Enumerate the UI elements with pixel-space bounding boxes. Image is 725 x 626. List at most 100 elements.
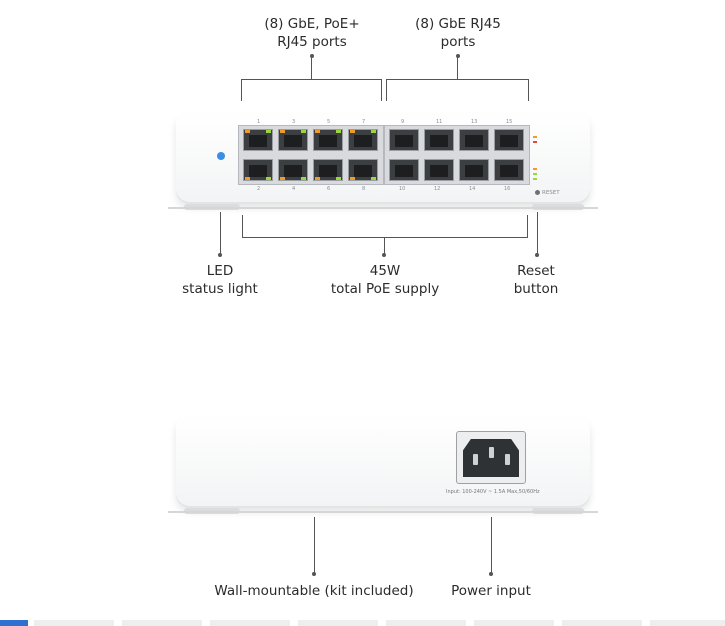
port-label-8: 8 <box>362 186 366 192</box>
poe-ports-line1: (8) GbE, PoE+ <box>264 16 360 32</box>
rj45-port[interactable] <box>313 159 343 181</box>
poe-ports-dot <box>310 54 314 58</box>
front-base-shadow <box>168 207 598 209</box>
gbe-ports-bracket-top <box>386 79 528 80</box>
poe-supply-bracket-left <box>242 215 243 237</box>
thumbnail-strip-6[interactable] <box>386 620 466 626</box>
rj45-port[interactable] <box>424 159 454 181</box>
link-led <box>266 130 271 133</box>
port-label-14: 14 <box>469 186 476 192</box>
power-input-callout: Power input <box>451 583 531 599</box>
link-led <box>336 130 341 133</box>
poe-supply-bracket-bottom <box>242 237 528 238</box>
gbe-ports-line2: ports <box>440 34 476 50</box>
thumbnail-strip-5[interactable] <box>298 620 378 626</box>
thumbnail-strip-1[interactable] <box>0 620 28 626</box>
led-line2: status light <box>182 281 258 297</box>
wall-mount-dot <box>312 572 316 576</box>
rj45-port[interactable] <box>278 129 308 151</box>
poe-led <box>350 177 355 180</box>
link-led <box>266 177 271 180</box>
rj45-port[interactable] <box>243 129 273 151</box>
rj45-port[interactable] <box>348 159 378 181</box>
poe-ports-bracket-right <box>381 79 382 101</box>
wall-mount-callout: Wall-mountable (kit included) <box>214 583 414 599</box>
port-block-divider <box>383 125 385 185</box>
thumbnail-strip-8[interactable] <box>562 620 642 626</box>
rj45-port[interactable] <box>494 159 524 181</box>
poe-led <box>315 130 320 133</box>
gbe-ports-leader <box>457 56 458 79</box>
port-label-1: 1 <box>257 119 261 125</box>
poe-ports-line2: RJ45 ports <box>277 34 347 50</box>
port-label-2: 2 <box>257 186 261 192</box>
rj45-port[interactable] <box>348 129 378 151</box>
thumbnail-strip-2[interactable] <box>34 620 114 626</box>
poe-supply-dot <box>382 253 386 257</box>
reset-dot <box>535 253 539 257</box>
power-input-dot <box>489 572 493 576</box>
led-callout: LED status light <box>175 262 265 298</box>
poe-led <box>350 130 355 133</box>
port-label-6: 6 <box>327 186 331 192</box>
link-led <box>371 130 376 133</box>
rj45-port[interactable] <box>243 159 273 181</box>
rj45-port[interactable] <box>424 129 454 151</box>
power-input-leader <box>491 517 492 574</box>
reset-button[interactable] <box>535 190 540 195</box>
status-led <box>217 152 225 160</box>
poe-led <box>245 177 250 180</box>
port-label-9: 9 <box>401 119 405 125</box>
port-label-12: 12 <box>434 186 441 192</box>
led-line1: LED <box>206 263 234 279</box>
led-dot <box>218 253 222 257</box>
rj45-port[interactable] <box>459 129 489 151</box>
port-label-4: 4 <box>292 186 296 192</box>
poe-ports-leader <box>311 56 312 79</box>
port-label-7: 7 <box>362 119 366 125</box>
port-label-5: 5 <box>327 119 331 125</box>
port-label-10: 10 <box>399 186 406 192</box>
rj45-port[interactable] <box>494 129 524 151</box>
poe-supply-callout: 45W total PoE supply <box>320 262 450 298</box>
link-led <box>301 177 306 180</box>
gbe-ports-bracket-left <box>386 79 387 101</box>
poe-ports-callout: (8) GbE, PoE+ RJ45 ports <box>255 15 369 51</box>
gbe-ports-line1: (8) GbE RJ45 <box>415 16 501 32</box>
reset-line1: Reset <box>517 263 555 279</box>
link-led <box>336 177 341 180</box>
rj45-port[interactable] <box>389 129 419 151</box>
gbe-ports-dot <box>456 54 460 58</box>
rj45-port[interactable] <box>389 159 419 181</box>
gbe-ports-bracket-right <box>528 79 529 101</box>
port-label-13: 13 <box>471 119 478 125</box>
port-label-3: 3 <box>292 119 296 125</box>
poe-led <box>245 130 250 133</box>
reset-line2: button <box>513 281 559 297</box>
wall-mount-leader <box>314 517 315 574</box>
link-led <box>371 177 376 180</box>
poe-ports-bracket-left <box>241 79 242 101</box>
thumbnail-strip-4[interactable] <box>210 620 290 626</box>
rj45-port[interactable] <box>278 159 308 181</box>
rear-base-shadow <box>168 511 598 513</box>
gbe-ports-callout: (8) GbE RJ45 ports <box>402 15 514 51</box>
led-leader <box>220 212 221 255</box>
poe-led <box>280 130 285 133</box>
rj45-port[interactable] <box>459 159 489 181</box>
input-rating: Input: 100-240V ~ 1.5A Max,50/60Hz <box>446 489 540 495</box>
poe-led <box>280 177 285 180</box>
poe-led <box>315 177 320 180</box>
reset-callout: Reset button <box>501 262 571 298</box>
poe-ports-bracket-top <box>241 79 381 80</box>
thumbnail-strip-7[interactable] <box>474 620 554 626</box>
legend-marks <box>533 128 547 180</box>
poe-supply-line1: 45W <box>369 263 401 279</box>
power-outlet-icon[interactable] <box>456 431 526 484</box>
reset-text: RESET <box>542 190 560 196</box>
rj45-port[interactable] <box>313 129 343 151</box>
thumbnail-strip-3[interactable] <box>122 620 202 626</box>
port-label-11: 11 <box>436 119 443 125</box>
link-led <box>301 130 306 133</box>
thumbnail-strip-9[interactable] <box>650 620 725 626</box>
